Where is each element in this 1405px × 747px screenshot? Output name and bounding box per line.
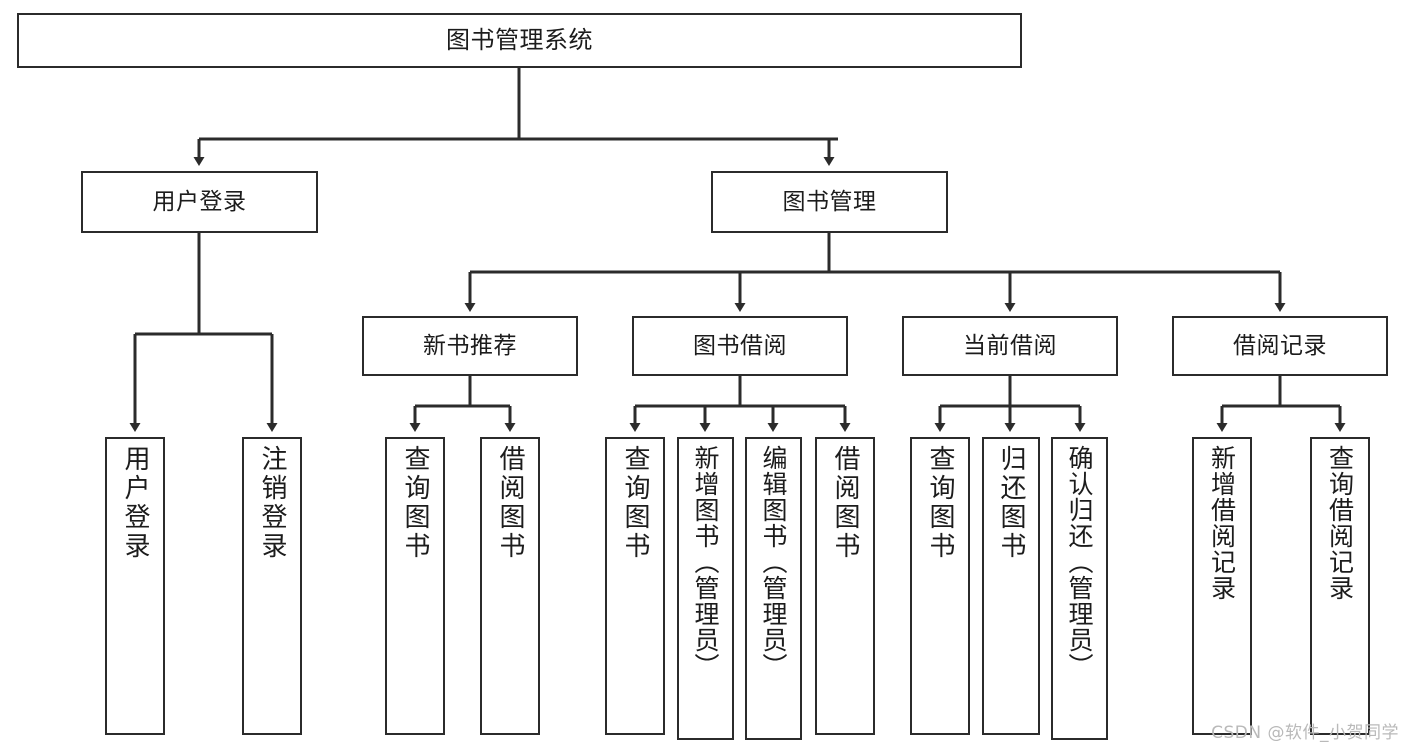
node-leaf-return-book[interactable]: 归还图书 [982, 437, 1040, 735]
node-leaf-user-login-label: 用户登录 [120, 445, 150, 561]
node-current-borrow[interactable]: 当前借阅 [902, 316, 1118, 376]
node-leaf-confirm-return[interactable]: 确认归还（管理员） [1051, 437, 1108, 740]
node-leaf-query-record-label: 查询借阅记录 [1325, 445, 1355, 601]
node-new-book-recommend-label: 新书推荐 [423, 332, 517, 359]
node-leaf-borrow-book-2-label: 借阅图书 [830, 445, 860, 561]
node-leaf-return-book-label: 归还图书 [996, 445, 1026, 561]
node-leaf-query-book-1[interactable]: 查询图书 [385, 437, 445, 735]
node-book-borrow[interactable]: 图书借阅 [632, 316, 848, 376]
node-leaf-edit-book[interactable]: 编辑图书（管理员） [745, 437, 802, 740]
node-leaf-add-book-label: 新增图书（管理员） [691, 445, 720, 679]
node-leaf-confirm-return-label: 确认归还（管理员） [1065, 445, 1094, 679]
node-leaf-query-book-3[interactable]: 查询图书 [910, 437, 970, 735]
node-book-manage[interactable]: 图书管理 [711, 171, 948, 233]
csdn-watermark: CSDN @软件_小贺同学 [1211, 723, 1399, 743]
node-leaf-query-book-3-label: 查询图书 [925, 445, 955, 561]
node-borrow-record[interactable]: 借阅记录 [1172, 316, 1388, 376]
node-leaf-logout[interactable]: 注销登录 [242, 437, 302, 735]
node-leaf-logout-label: 注销登录 [257, 445, 287, 561]
node-leaf-query-record[interactable]: 查询借阅记录 [1310, 437, 1370, 735]
node-book-manage-label: 图书管理 [782, 188, 877, 215]
node-root-label: 图书管理系统 [446, 25, 593, 54]
node-leaf-borrow-book-1-label: 借阅图书 [495, 445, 525, 561]
node-leaf-borrow-book-2[interactable]: 借阅图书 [815, 437, 875, 735]
node-leaf-query-book-2[interactable]: 查询图书 [605, 437, 665, 735]
node-borrow-record-label: 借阅记录 [1233, 332, 1327, 359]
node-leaf-add-record[interactable]: 新增借阅记录 [1192, 437, 1252, 735]
node-book-borrow-label: 图书借阅 [693, 332, 787, 359]
node-current-borrow-label: 当前借阅 [963, 332, 1057, 359]
node-leaf-add-book[interactable]: 新增图书（管理员） [677, 437, 734, 740]
node-leaf-borrow-book-1[interactable]: 借阅图书 [480, 437, 540, 735]
node-leaf-add-record-label: 新增借阅记录 [1207, 445, 1237, 601]
node-leaf-query-book-2-label: 查询图书 [620, 445, 650, 561]
node-leaf-user-login[interactable]: 用户登录 [105, 437, 165, 735]
node-new-book-recommend[interactable]: 新书推荐 [362, 316, 578, 376]
node-user-login-label: 用户登录 [152, 188, 247, 215]
node-leaf-query-book-1-label: 查询图书 [400, 445, 430, 561]
node-leaf-edit-book-label: 编辑图书（管理员） [759, 445, 788, 679]
node-root[interactable]: 图书管理系统 [17, 13, 1022, 68]
node-user-login[interactable]: 用户登录 [81, 171, 318, 233]
